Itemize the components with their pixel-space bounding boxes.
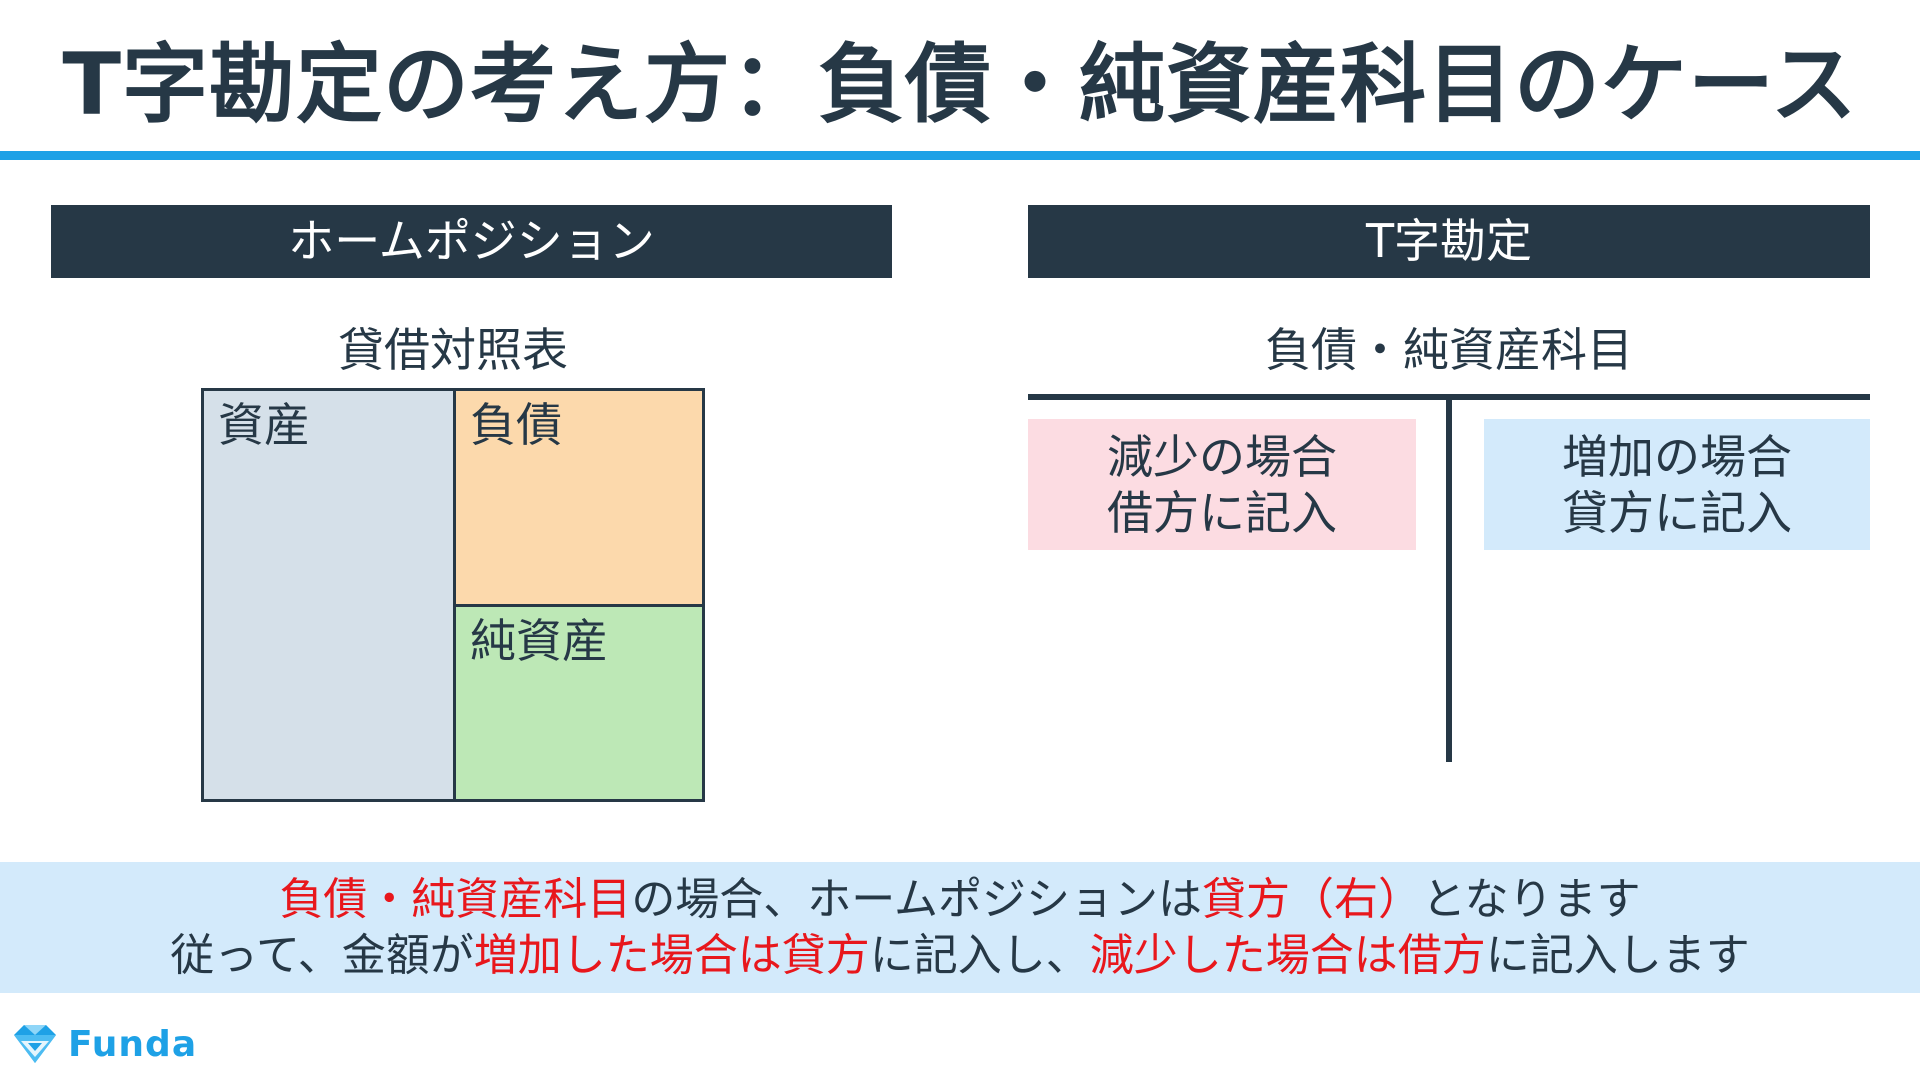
note-line1-seg: の場合、ホームポジションは bbox=[631, 873, 1202, 925]
debit-side-line1: 減少の場合 bbox=[1107, 429, 1337, 484]
balance-sheet-equity-box: 純資産 bbox=[453, 604, 705, 802]
note-line2-seg: 従って、金額が bbox=[170, 929, 474, 981]
note-line1-seg: 貸方（右） bbox=[1202, 873, 1422, 925]
t-account-caption: 負債・純資産科目 bbox=[1265, 323, 1633, 377]
equity-label: 純資産 bbox=[470, 614, 608, 668]
balance-sheet-caption: 貸借対照表 bbox=[338, 323, 568, 377]
page-title: T字勘定の考え方：負債・純資産科目のケース bbox=[62, 35, 1858, 135]
note-line2-seg: に記入し、 bbox=[869, 929, 1090, 981]
diamond-logo-icon bbox=[14, 1025, 56, 1063]
note-line-2: 従って、金額が増加した場合は貸方に記入し、減少した場合は借方に記入します bbox=[170, 928, 1750, 984]
credit-side-line1: 増加の場合 bbox=[1562, 429, 1792, 484]
note-line2-seg: 減少した場合は借方 bbox=[1089, 929, 1486, 981]
note-line2-seg: に記入します bbox=[1485, 929, 1750, 981]
funda-logo: Funda bbox=[12, 1014, 197, 1074]
note-line2-seg: 増加した場合は貸方 bbox=[473, 929, 870, 981]
note-line-1: 負債・純資産科目の場合、ホームポジションは貸方（右）となります bbox=[279, 872, 1640, 928]
asset-label: 資産 bbox=[218, 398, 310, 452]
logo-text: Funda bbox=[68, 1023, 198, 1065]
t-account-header: T字勘定 bbox=[1028, 205, 1870, 278]
credit-side-box: 増加の場合 貸方に記入 bbox=[1484, 419, 1870, 550]
explanation-note: 負債・純資産科目の場合、ホームポジションは貸方（右）となります 従って、金額が増… bbox=[0, 862, 1920, 993]
debit-side-line2: 借方に記入 bbox=[1107, 485, 1337, 540]
t-account-vertical-line bbox=[1446, 394, 1452, 762]
title-underline bbox=[0, 151, 1920, 160]
note-line1-seg: となります bbox=[1422, 873, 1641, 925]
liability-label: 負債 bbox=[470, 398, 562, 452]
credit-side-line2: 貸方に記入 bbox=[1562, 485, 1792, 540]
debit-side-box: 減少の場合 借方に記入 bbox=[1028, 419, 1416, 550]
note-line1-seg: 負債・純資産科目 bbox=[279, 873, 632, 925]
balance-sheet-liability-box: 負債 bbox=[453, 388, 705, 607]
home-position-header: ホームポジション bbox=[51, 205, 892, 278]
balance-sheet-asset-box: 資産 bbox=[201, 388, 456, 802]
